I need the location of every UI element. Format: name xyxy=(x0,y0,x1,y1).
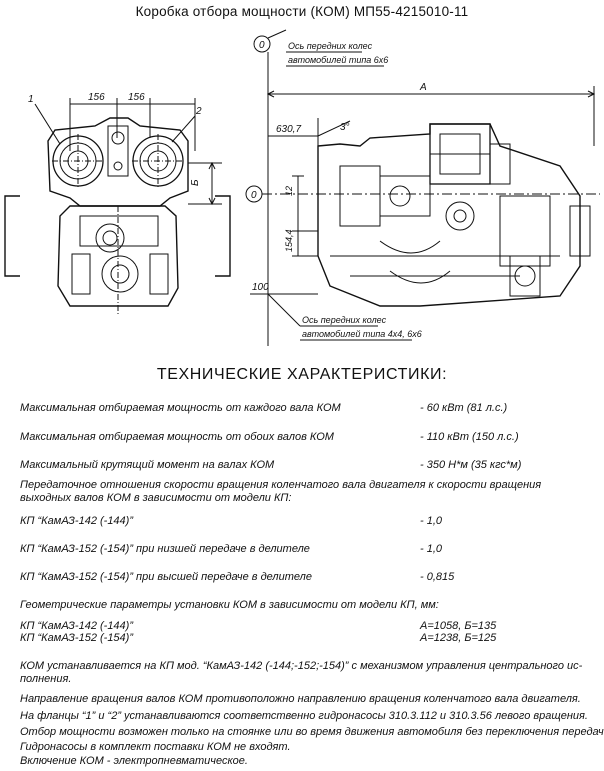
note-direction: Направление вращения валов КОМ противопо… xyxy=(20,693,581,705)
ratio-label: КП “КамАЗ-142 (-144)” xyxy=(20,515,133,527)
note-flanges: На фланцы “1” и “2” устанавливаются соот… xyxy=(20,710,588,722)
axis-bottom-label-1: Ось передних колес xyxy=(302,315,387,325)
note-install: КОМ устанавливается на КП мод. “КамАЗ-14… xyxy=(20,660,583,685)
spec-label: Максимальная отбираемая мощность от обои… xyxy=(20,431,334,443)
geom-intro: Геометрические параметры установки КОМ в… xyxy=(20,599,439,611)
axis-mark-top: 0 xyxy=(259,40,265,51)
side-view xyxy=(245,29,600,346)
geom-value: А=1058, Б=135 xyxy=(420,620,497,632)
callout-2: 2 xyxy=(195,106,202,117)
dim-630: 630,7 xyxy=(276,124,301,135)
ratio-intro: Передаточное отношения скорости вращения… xyxy=(20,479,542,504)
dim-a: А xyxy=(419,82,427,93)
angle-3: 3° xyxy=(340,122,350,133)
spec-value: - 60 кВт (81 л.с.) xyxy=(420,402,508,414)
dim-b: Б xyxy=(190,179,201,186)
note-mode: Отбор мощности возможен только на стоянк… xyxy=(20,726,604,738)
note-engage: Включение КОМ - электропневматическое. xyxy=(20,755,248,767)
ratio-value: - 0,815 xyxy=(420,571,455,583)
geom-label: КП “КамАЗ-142 (-144)” xyxy=(20,620,133,632)
dim-154: 154,4 xyxy=(284,229,294,252)
axis-mark-0: 0 xyxy=(251,190,257,201)
dim-156-right: 156 xyxy=(128,92,145,103)
specs-heading: ТЕХНИЧЕСКИЕ ХАРАКТЕРИСТИКИ: xyxy=(156,366,448,383)
geom-value: А=1238, Б=125 xyxy=(420,632,497,644)
spec-label: Максимальная отбираемая мощность от кажд… xyxy=(20,402,341,414)
axis-top-label-2: автомобилей типа 6х6 xyxy=(288,55,388,65)
axis-top-label-1: Ось передних колес xyxy=(288,41,373,51)
geom-label: КП “КамАЗ-152 (-154)” xyxy=(20,632,133,644)
note-delivery: Гидронасосы в комплект поставки КОМ не в… xyxy=(20,741,291,753)
dim-12: 12 xyxy=(284,186,294,196)
spec-value: - 110 кВт (150 л.с.) xyxy=(420,431,519,443)
dim-100: 100 xyxy=(252,282,269,293)
callout-1: 1 xyxy=(28,94,34,105)
spec-value: - 350 Н*м (35 кгс*м) xyxy=(420,459,522,471)
ratio-value: - 1,0 xyxy=(420,543,443,555)
technical-drawing: 156 156 1 2 Б 0 Ось передних колес автом… xyxy=(4,29,600,346)
ratio-value: - 1,0 xyxy=(420,515,443,527)
spec-label: Максимальный крутящий момент на валах КО… xyxy=(20,459,275,471)
ratio-label: КП “КамАЗ-152 (-154)” при низшей передач… xyxy=(20,543,310,555)
page-title: Коробка отбора мощности (КОМ) МП55-42150… xyxy=(135,4,469,19)
front-view xyxy=(4,98,231,316)
dim-156-left: 156 xyxy=(88,92,105,103)
axis-bottom-label-2: автомобилей типа 4х4, 6х6 xyxy=(302,329,422,339)
ratio-label: КП “КамАЗ-152 (-154)” при высшей передач… xyxy=(20,571,312,583)
